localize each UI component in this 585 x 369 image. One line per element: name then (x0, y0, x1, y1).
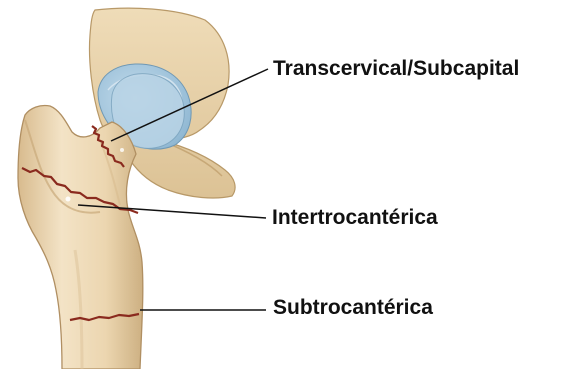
label-intertrochanteric: Intertrocantérica (272, 206, 438, 230)
femur (18, 105, 143, 369)
label-transcervical: Transcervical/Subcapital (273, 57, 519, 81)
label-subtrochanteric: Subtrocantérica (273, 296, 433, 320)
